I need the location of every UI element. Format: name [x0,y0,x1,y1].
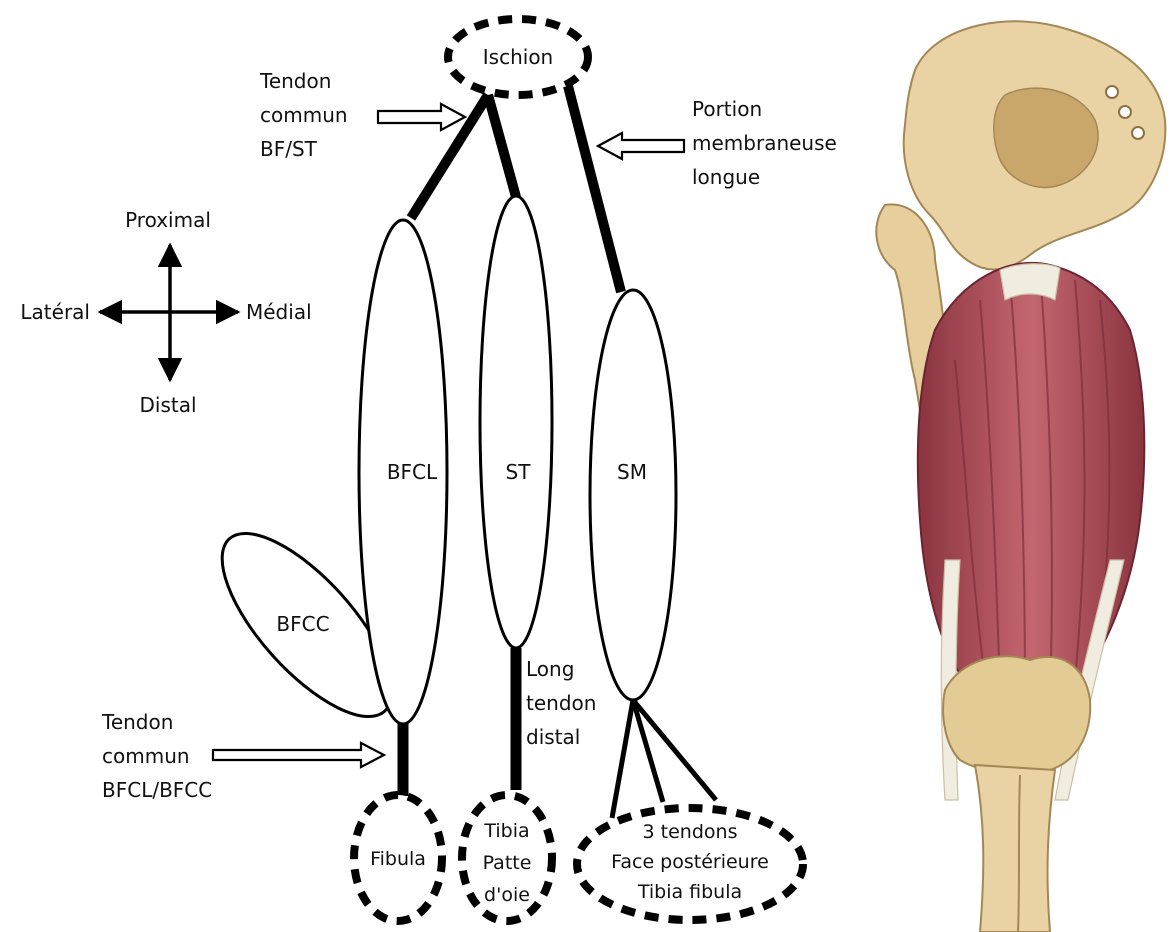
hamstring-illustration [876,21,1165,932]
tendon-commun-bfcl-bfcc-line1: Tendon [101,710,173,734]
tendon-commun-bfst-line3: BF/ST [260,137,318,161]
tibia-fibula-bones [975,765,1055,932]
knee-bone [943,656,1090,773]
sm-insertion-line3: Tibia fibula [637,881,742,903]
portion-membraneuse-line2: membraneuse [692,131,837,155]
pelvis-foramen-1 [1106,86,1118,98]
tendon-sm-proximal [568,86,621,292]
long-tendon-distal-line1: Long [526,657,574,681]
tibia-label-line1: Tibia [483,820,529,842]
arrow-tendon-commun-bfcl-bfcc [213,743,384,767]
sm-insertion-line2: Face postérieure [611,851,769,873]
compass-lateral-label: Latéral [20,300,90,324]
arrow-portion-membraneuse [598,133,684,159]
tendon-commun-bfcl-bfcc-line2: commun [102,744,190,768]
bfcc-label: BFCC [276,612,329,636]
tendon-sm-branch-1 [612,700,633,818]
tibia-label-line3: d'oie [484,884,530,906]
compass-medial-label: Médial [246,300,312,324]
portion-membraneuse-line1: Portion [692,97,762,121]
compass-proximal-label: Proximal [125,208,211,232]
tendon-st-proximal [488,95,516,197]
pelvis-foramen-3 [1132,127,1144,139]
sm-insertion-line1: 3 tendons [643,821,738,843]
tendon-commun-bfcl-bfcc-line3: BFCL/BFCC [102,778,212,802]
tendon-commun-bfst-line1: Tendon [259,69,331,93]
pelvis-shadow [994,88,1098,187]
tendon-white-strip-1 [1000,264,1060,300]
bfcl-label: BFCL [387,460,438,484]
portion-membraneuse-line3: longue [692,165,760,189]
fibula-label: Fibula [370,848,426,870]
st-muscle [480,196,552,648]
tibia-label-line2: Patte [483,852,532,874]
long-tendon-distal-line3: distal [526,725,580,749]
arrow-tendon-commun-bfst [378,104,465,130]
labels: Ischion BFCL ST SM BFCC Fibula Tibia Pat… [20,45,836,906]
long-tendon-distal-line2: tendon [526,691,596,715]
direction-compass [100,245,238,380]
ischion-label: Ischion [483,45,553,69]
pelvis-foramen-2 [1119,106,1131,118]
sm-muscle [590,290,676,700]
tendon-commun-bfst-line2: commun [260,103,348,127]
sm-label: SM [617,460,647,484]
compass-distal-label: Distal [139,393,196,417]
st-label: ST [506,460,532,484]
